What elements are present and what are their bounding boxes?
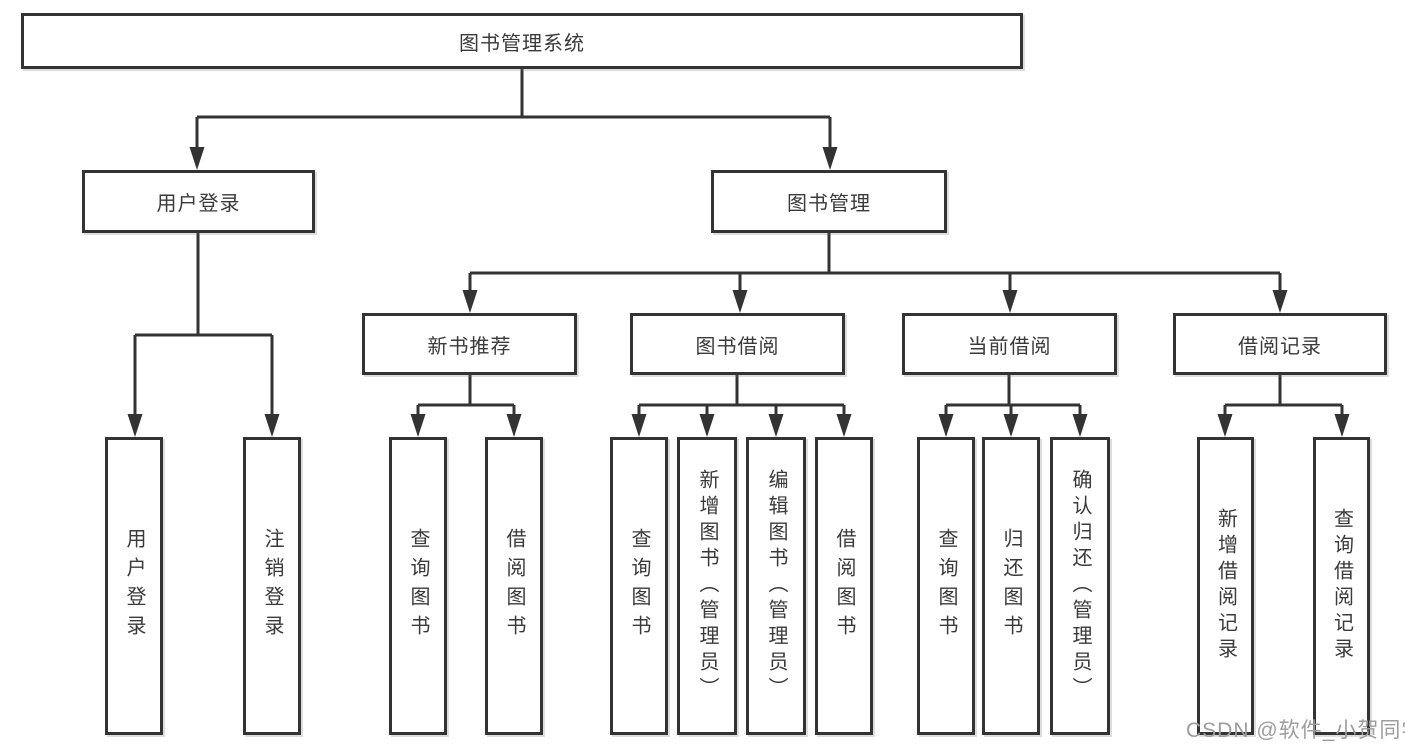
node-current-borrowing-label: 当前借阅 [967,335,1052,358]
leaf-logout-label: 注销登录 [261,528,283,644]
leaf-confirm-return-admin: 确认归还（管理员） [1050,437,1110,735]
leaf-add-borrow-record: 新增借阅记录 [1197,437,1254,735]
leaf-query-books-newrec-label: 查询图书 [407,528,429,644]
leaf-query-borrow-record-label: 查询借阅记录 [1330,508,1353,664]
leaf-query-books-borrow: 查询图书 [610,437,668,735]
node-new-book-recommend-label: 新书推荐 [427,335,512,358]
leaf-user-login: 用户登录 [105,437,163,735]
leaf-add-books-admin: 新增图书（管理员） [677,437,737,735]
leaf-add-borrow-record-label: 新增借阅记录 [1214,508,1237,664]
leaf-query-borrow-record: 查询借阅记录 [1313,437,1370,735]
leaf-query-books-newrec: 查询图书 [389,437,447,735]
node-library-system: 图书管理系统 [21,13,1023,69]
leaf-borrow-books-newrec-label: 借阅图书 [503,528,525,644]
leaf-return-books-label: 归还图书 [1000,528,1022,644]
leaf-query-books-current: 查询图书 [917,437,975,735]
node-new-book-recommend: 新书推荐 [362,313,577,375]
leaf-query-books-borrow-label: 查询图书 [628,528,650,644]
leaf-logout: 注销登录 [243,437,301,735]
node-borrowing-records: 借阅记录 [1173,313,1387,375]
csdn-watermark: CSDN @软件_小贺同学 [1186,719,1405,742]
leaf-borrow-books: 借阅图书 [815,437,873,735]
leaf-return-books: 归还图书 [982,437,1040,735]
leaf-borrow-books-newrec: 借阅图书 [485,437,543,735]
leaf-user-login-label: 用户登录 [123,528,145,644]
leaf-confirm-return-admin-label: 确认归还（管理员） [1069,469,1091,703]
node-book-borrowing: 图书借阅 [630,313,845,375]
node-book-borrowing-label: 图书借阅 [695,335,780,358]
node-book-management: 图书管理 [711,170,947,233]
leaf-query-books-current-label: 查询图书 [935,528,957,644]
node-user-login-label: 用户登录 [156,193,241,215]
node-borrowing-records-label: 借阅记录 [1238,335,1322,358]
leaf-edit-books-admin-label: 编辑图书（管理员） [765,469,787,703]
leaf-edit-books-admin: 编辑图书（管理员） [746,437,806,735]
node-library-system-label: 图书管理系统 [459,32,585,55]
leaf-add-books-admin-label: 新增图书（管理员） [696,469,718,703]
node-user-login: 用户登录 [82,170,315,233]
leaf-borrow-books-label: 借阅图书 [833,528,855,644]
node-current-borrowing: 当前借阅 [902,313,1117,375]
node-book-management-label: 图书管理 [787,193,871,215]
